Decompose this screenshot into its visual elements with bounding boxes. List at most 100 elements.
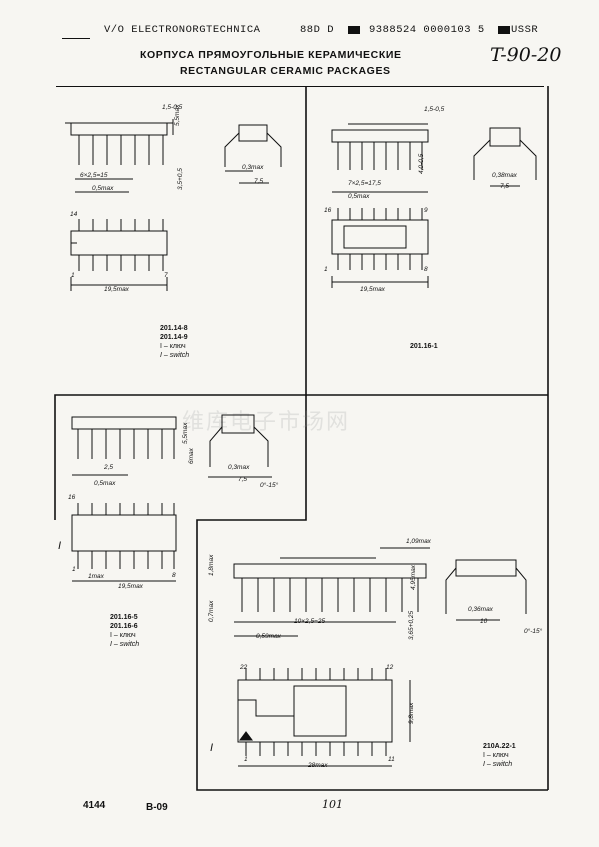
dim-body: 4,95max	[410, 565, 417, 590]
pin-bottom: 7	[164, 272, 168, 279]
pin-top-count: 16	[68, 494, 76, 501]
package-201-16-5-label: 201.16-5 201.16-6 I – ключ I – switch	[110, 613, 139, 649]
dim-stand: 1,8max	[208, 554, 215, 576]
model-201-14-8: 201.14-8	[160, 325, 188, 332]
package-201-16-5-drawing	[71, 414, 272, 582]
dim-row: 7,5	[238, 476, 248, 483]
pin-one: 1	[244, 756, 248, 763]
package-201-14-label: 201.14-8 201.14-9 I – ключ I – switch	[160, 324, 189, 360]
pin-top-right: 9	[424, 207, 428, 214]
side-view-body	[70, 122, 168, 136]
dim-height: 9,8max	[408, 702, 415, 724]
dim-stand: 6max	[188, 448, 195, 464]
dim-lead: 0,5max	[348, 193, 370, 200]
pin-one: 1	[324, 266, 328, 273]
dim-mark: 1max	[88, 573, 104, 580]
dim-fit: 3,65+0,25	[408, 610, 415, 640]
dim-row: 7,5	[500, 183, 510, 190]
side-view-leads	[337, 142, 423, 170]
model-201-16-6: 201.16-6	[110, 623, 138, 630]
dim-height: 5,5max	[182, 422, 189, 444]
pin-bottom: 8	[424, 266, 428, 273]
dim-base: 0,7max	[208, 600, 215, 622]
legend-ru: I – ключ	[483, 752, 509, 759]
end-view-body	[238, 124, 268, 142]
footer-section: B-09	[146, 802, 168, 813]
dim-thick: 0,38max	[492, 172, 517, 179]
end-view-body	[489, 127, 521, 147]
dim-row: 7,5	[254, 178, 264, 185]
top-view-body	[331, 219, 429, 255]
dim-lead: 0,5max	[94, 480, 116, 487]
dim-span: 6×2,5=15	[80, 172, 108, 179]
title-rule	[56, 86, 544, 87]
package-201-16-1-drawing	[331, 123, 537, 288]
pin-bottom-right: 11	[388, 756, 395, 763]
header-code: 88D D	[300, 24, 335, 36]
top-view-body	[237, 679, 393, 743]
dim-width: 19,5max	[118, 583, 143, 590]
side-view-leads	[78, 135, 164, 165]
dim-span: 7×2,5=17,5	[348, 180, 381, 187]
dim-offset: 1,5-0,5	[162, 104, 183, 111]
handwritten-page-mark: 101	[322, 798, 343, 811]
dim-thick: 0,3max	[242, 164, 264, 171]
end-view-body	[455, 559, 517, 577]
end-view-body	[221, 414, 255, 434]
header-country: USSR	[511, 24, 539, 36]
title-russian: КОРПУСА ПРЯМОУГОЛЬНЫЕ КЕРАМИЧЕСКИЕ	[140, 49, 402, 61]
top-view-cavity	[343, 225, 407, 249]
header-catalog-number: 9388524 0000103 5	[369, 24, 485, 36]
dim-row: 10	[480, 618, 488, 625]
top-view-body	[71, 514, 177, 552]
legend-ru: I – ключ	[110, 632, 136, 639]
side-view-leads	[241, 578, 419, 612]
header-block-mark	[348, 26, 360, 34]
model-201-14-9: 201.14-9	[160, 334, 188, 341]
top-view-leads	[337, 208, 423, 270]
top-view-leads	[77, 503, 175, 569]
dim-offset: 1,5-0,5	[424, 106, 445, 113]
package-210a-22-1-label: 210A.22-1 I – ключ I – switch	[483, 742, 516, 769]
model-210a-22-1: 210A.22-1	[483, 743, 516, 750]
dim-lead: 0,5max	[92, 185, 114, 192]
top-view-leads	[245, 668, 387, 756]
dim-thick: 0,3max	[228, 464, 250, 471]
pin-bottom: 8	[172, 572, 176, 579]
dim-height: 5,5max	[174, 104, 181, 126]
header-block-mark-2	[498, 26, 510, 34]
package-210a-22-1-drawing	[233, 547, 527, 767]
dim-angle: 0°-15°	[524, 628, 543, 635]
dim-pitch: 2,5	[104, 464, 114, 471]
dim-lead: 0,59max	[256, 633, 281, 640]
legend-en: I – switch	[110, 641, 140, 648]
dim-span: 10×2,5=25	[294, 618, 326, 625]
side-view-body	[71, 416, 177, 430]
dim-height: 4,0-0,5	[418, 153, 425, 174]
legend-en: I – switch	[483, 761, 513, 768]
side-view-leads	[77, 429, 175, 459]
top-view-body	[70, 230, 168, 256]
top-view-leads	[78, 219, 164, 271]
pin-top-right: 12	[386, 664, 394, 671]
dim-stand: 3,5+0,5	[177, 168, 184, 190]
top-view-cavity	[293, 685, 347, 737]
dim-width: 19,5max	[360, 286, 385, 293]
package-201-16-1-label: 201.16-1	[410, 343, 438, 350]
key-mark: I	[58, 540, 62, 552]
package-201-14-drawing	[65, 119, 282, 291]
model-201-16-5: 201.16-5	[110, 614, 138, 621]
pin-one: 1	[71, 272, 75, 279]
dim-offset: 1,09max	[406, 538, 431, 545]
pin-one: 1	[72, 566, 76, 573]
watermark: 维库电子市场网	[182, 410, 351, 435]
pin-top-count: 16	[324, 207, 332, 214]
header-rule	[62, 38, 90, 39]
pin-top-count: 22	[240, 664, 248, 671]
dim-thick: 0,36max	[468, 606, 493, 613]
dim-angle: 0°-15°	[260, 482, 279, 489]
legend-ru: I – ключ	[160, 343, 186, 350]
header-publisher: V/O ELECTRONORGTECHNICA	[104, 24, 261, 36]
side-view-body	[233, 563, 427, 579]
footer-page-number: 4144	[83, 800, 106, 811]
